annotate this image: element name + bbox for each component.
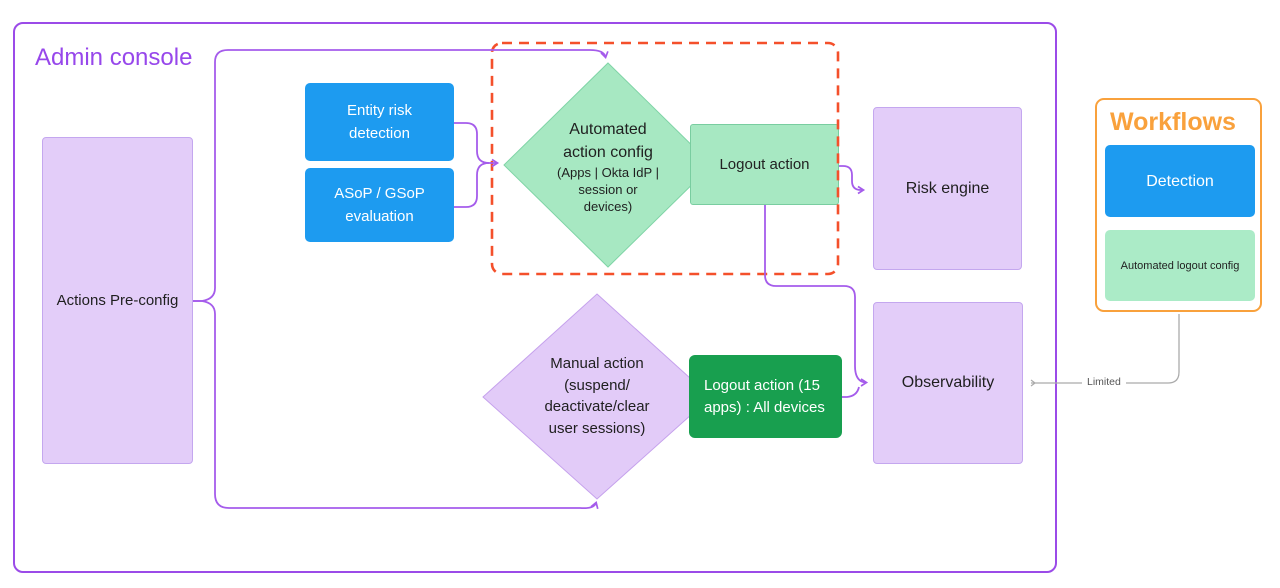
admin-console-title: Admin console bbox=[35, 44, 193, 71]
node-entity-risk-detection: Entity risk detection bbox=[305, 83, 454, 161]
manual-line1: Manual action bbox=[550, 355, 644, 372]
automated-line2: action config bbox=[563, 144, 653, 161]
node-logout-action-label: Logout action bbox=[719, 156, 810, 173]
node-automated-logout-config: Automated logout config bbox=[1105, 230, 1255, 301]
automated-line4: session or bbox=[578, 182, 638, 197]
entity-risk-line1: Entity risk bbox=[346, 102, 412, 119]
node-risk-engine-label: Risk engine bbox=[905, 179, 990, 197]
node-asop-label: ASoP / GSoP evaluation bbox=[334, 182, 425, 228]
node-detection: Detection bbox=[1105, 145, 1255, 217]
edge-label-limited: Limited bbox=[1082, 376, 1126, 388]
logout15-line1: Logout action (15 bbox=[704, 376, 820, 394]
automated-line1: Automated bbox=[569, 121, 647, 138]
logout15-line2: apps) : All devices bbox=[704, 398, 825, 416]
asop-line2: evaluation bbox=[345, 208, 414, 225]
manual-line3: deactivate/clear bbox=[544, 398, 650, 415]
workflows-title: Workflows bbox=[1110, 108, 1236, 136]
asop-line1: ASoP / GSoP bbox=[334, 185, 425, 202]
automated-line5: devices) bbox=[583, 199, 633, 214]
node-risk-engine: Risk engine bbox=[873, 107, 1022, 270]
node-observability: Observability bbox=[873, 302, 1023, 464]
node-actions-preconfig-label: Actions Pre-config bbox=[56, 292, 179, 309]
manual-diamond-label: Manual action (suspend/ deactivate/clear… bbox=[497, 353, 697, 439]
admin-console-panel bbox=[13, 22, 1057, 573]
node-logout-action-15-apps: Logout action (15 apps) : All devices bbox=[689, 355, 842, 438]
node-asop-gsop-evaluation: ASoP / GSoP evaluation bbox=[305, 168, 454, 242]
node-observability-label: Observability bbox=[901, 374, 995, 391]
node-detection-label: Detection bbox=[1146, 172, 1214, 190]
automated-diamond-label: Automated action config (Apps | Okta IdP… bbox=[508, 118, 708, 215]
node-logout-action: Logout action bbox=[690, 124, 839, 205]
node-entity-risk-label: Entity risk detection bbox=[347, 99, 412, 145]
automated-line3: (Apps | Okta IdP | bbox=[557, 165, 659, 180]
automated-logout-config-label: Automated logout config bbox=[1120, 259, 1240, 272]
manual-line4: user sessions) bbox=[548, 419, 646, 437]
manual-line2: (suspend/ bbox=[564, 376, 630, 394]
node-actions-preconfig: Actions Pre-config bbox=[42, 137, 193, 464]
entity-risk-line2: detection bbox=[349, 125, 410, 142]
